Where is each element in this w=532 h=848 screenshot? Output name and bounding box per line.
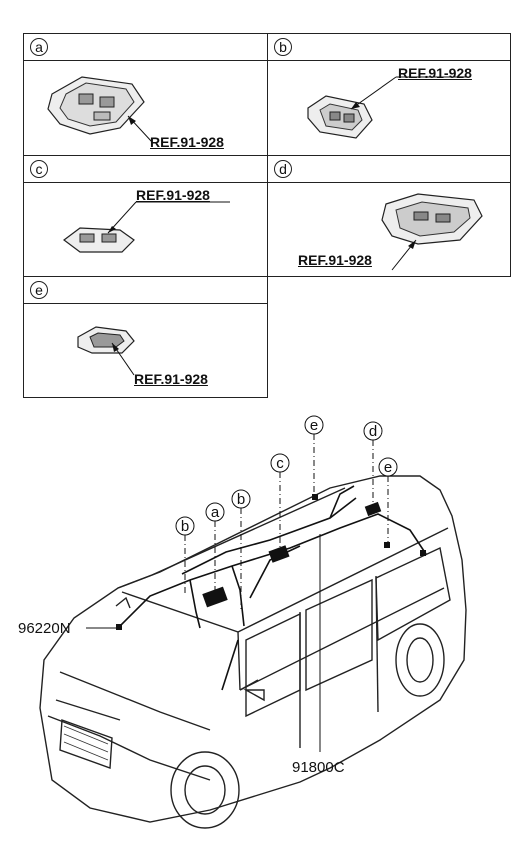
callout-e-1: e: [310, 417, 318, 434]
callout-circles: [175, 415, 398, 536]
part-number-96220N: 96220N: [18, 620, 71, 637]
panel-letter-badge: a: [30, 38, 48, 56]
callout-d: d: [369, 423, 377, 440]
ref-label-e: REF.91-928: [134, 371, 208, 387]
van-body: [39, 475, 467, 829]
panel-c: c REF.91-928: [23, 155, 268, 277]
callout-c: c: [276, 455, 284, 472]
panel-e: e REF.91-928: [23, 276, 268, 398]
overhead-console-icon: [47, 76, 153, 143]
panel-letter-badge: c: [30, 160, 48, 178]
callout-leaders: [184, 434, 389, 612]
callout-b-1: b: [181, 518, 189, 535]
ref-label-d: REF.91-928: [298, 252, 372, 268]
room-lamp-icon: [63, 201, 230, 253]
panel-a: a REF.91-928: [23, 33, 268, 156]
callout-b-2: b: [237, 491, 245, 508]
part-number-91800C: 91800C: [292, 759, 345, 776]
harness-connectors: [116, 494, 426, 630]
panel-letter-badge: d: [274, 160, 292, 178]
ref-label-a: REF.91-928: [150, 134, 224, 150]
luggage-lamp-icon: [77, 326, 135, 376]
callout-e-2: e: [384, 459, 392, 476]
reference-panel-grid: a REF.91-928 b REF.91-928 c: [23, 33, 511, 398]
callout-a: a: [211, 504, 220, 521]
ref-label-b: REF.91-928: [398, 65, 472, 81]
panel-letter-badge: b: [274, 38, 292, 56]
map-lamp-icon: [307, 76, 468, 139]
panel-letter-badge: e: [30, 281, 48, 299]
ref-label-c: REF.91-928: [136, 187, 210, 203]
panel-b: b REF.91-928: [267, 33, 511, 156]
rear-console-icon: [381, 193, 483, 271]
roof-wiring-harness: [117, 485, 427, 691]
panel-d: d REF.91-928: [267, 155, 511, 277]
